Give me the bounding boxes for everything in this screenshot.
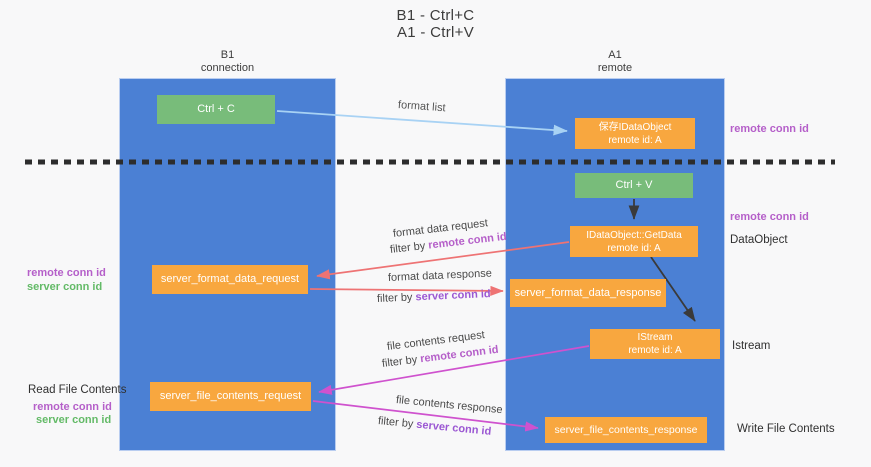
diagram-title: B1 - Ctrl+C A1 - Ctrl+V [0, 7, 871, 41]
arrow-getdata-to-istream [650, 256, 696, 322]
left-server-conn-id-1: server conn id [27, 281, 103, 293]
lane-b1-name: B1 [220, 49, 235, 61]
arrow-format-list [276, 110, 568, 136]
server-file-contents-request-label: server_file_contents_request [159, 390, 302, 402]
istream-title: IStream [637, 332, 673, 343]
remote-conn-id-label-mid: remote conn id [730, 211, 809, 223]
title-line-1: B1 - Ctrl+C [396, 7, 475, 24]
getdata-remote-id: remote id: A [607, 242, 661, 254]
server-format-data-response-box: server_format_data_response [510, 279, 666, 307]
left-remote-conn-id-1: remote conn id [27, 267, 106, 279]
filter-by-prefix: filter by [376, 291, 416, 305]
server-format-data-request-box: server_format_data_request [152, 265, 308, 294]
ctrl-c-label: Ctrl + C [197, 103, 235, 115]
read-file-contents-label: Read File Contents [28, 384, 127, 396]
getdata-title: IDataObject::GetData [586, 229, 682, 241]
title-line-2: A1 - Ctrl+V [396, 24, 475, 41]
ctrl-c-box: Ctrl + C [157, 95, 275, 124]
dataobject-label: DataObject [730, 234, 788, 246]
left-remote-conn-id-2: remote conn id [33, 401, 112, 413]
write-file-contents-label: Write File Contents [737, 423, 835, 435]
istream-remote-id: remote id: A [628, 345, 682, 356]
save-idataobject-remote-id: remote id: A [608, 134, 662, 146]
save-idataobject-title: 保存IDataObject [598, 121, 672, 133]
lane-a1-name: A1 [608, 49, 622, 61]
server-format-data-response-label: server_format_data_response [514, 286, 662, 299]
lane-header-b1: B1 connection [119, 49, 336, 75]
save-idataobject-box: 保存IDataObject remote id: A [575, 118, 695, 149]
arrow-format-data-response [309, 285, 504, 296]
server-file-contents-response-label: server_file_contents_response [554, 423, 698, 436]
lane-a1-role: remote [597, 62, 633, 74]
left-server-conn-id-2: server conn id [36, 414, 112, 426]
ctrl-v-label: Ctrl + V [615, 179, 653, 191]
arrow-format-data-request [316, 241, 570, 280]
server-file-contents-response-box: server_file_contents_response [545, 417, 707, 443]
ctrl-v-box: Ctrl + V [575, 173, 693, 198]
server-format-data-request-label: server_format_data_request [160, 273, 300, 285]
arrow-file-contents-response [312, 400, 539, 432]
server-file-contents-request-box: server_file_contents_request [150, 382, 311, 411]
lane-header-a1: A1 remote [505, 49, 725, 75]
istream-side-label: Istream [732, 340, 771, 352]
remote-conn-id-label-top: remote conn id [730, 123, 809, 135]
lane-b1-role: connection [200, 62, 255, 74]
arrow-file-contents-request [318, 345, 590, 395]
idataobject-getdata-box: IDataObject::GetData remote id: A [570, 226, 698, 257]
istream-box: IStream remote id: A [590, 329, 720, 359]
